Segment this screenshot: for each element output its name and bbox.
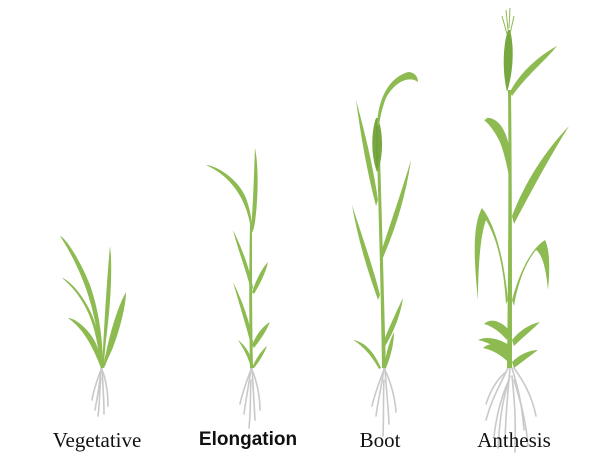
- roots-vegetative: [92, 368, 108, 416]
- stage-label-boot: Boot: [348, 426, 412, 454]
- leaves-anthesis: [475, 46, 569, 368]
- stage-label-anthesis: Anthesis: [464, 426, 564, 454]
- head-anthesis: [502, 8, 514, 92]
- leaves-elongation: [206, 148, 270, 368]
- plant-elongation: [206, 148, 270, 428]
- leaves-vegetative: [60, 236, 126, 368]
- leaves-boot: [352, 72, 418, 369]
- stem-anthesis: [507, 90, 512, 368]
- roots-elongation: [240, 368, 260, 428]
- plant-vegetative: [60, 236, 126, 416]
- plant-anthesis: [475, 8, 569, 452]
- stem-elongation: [249, 225, 253, 368]
- stage-label-vegetative: Vegetative: [38, 426, 156, 454]
- plant-boot: [352, 72, 418, 436]
- head-boot: [372, 118, 382, 172]
- stage-label-elongation: Elongation: [186, 426, 310, 454]
